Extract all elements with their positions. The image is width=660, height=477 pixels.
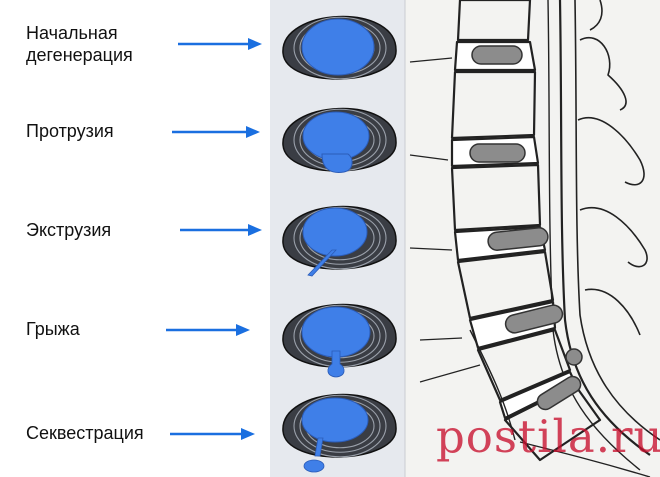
disc-nucleus-2	[469, 143, 526, 163]
stage-label-line-1: Начальная	[26, 23, 118, 43]
leader-line-4	[419, 337, 463, 341]
arrow-right-icon	[166, 324, 250, 336]
spine-inner-line-1	[469, 329, 516, 441]
arrow-head	[241, 428, 255, 440]
arrow-right-icon	[180, 224, 262, 236]
arrow-head	[248, 224, 262, 236]
arrow-head	[246, 126, 260, 138]
vertebra-5	[476, 328, 572, 402]
nucleus-pulposus	[302, 207, 368, 257]
disc-cross-sections	[282, 15, 397, 473]
protrusion-bulge	[321, 153, 353, 173]
process-4	[584, 288, 641, 336]
spine-inner-line-2	[519, 441, 651, 477]
stage-label-protrusion: Протрузия	[26, 121, 114, 141]
nucleus-pulposus	[302, 111, 370, 161]
disc-nucleus-5	[536, 375, 582, 411]
process-2	[577, 117, 645, 186]
vertebra-3	[450, 163, 542, 232]
annulus-ring	[293, 394, 387, 458]
disc-cross-section-3	[282, 205, 397, 277]
leader-line-1	[409, 57, 453, 63]
annulus-ring	[293, 16, 387, 80]
disc-nucleus-1	[471, 45, 523, 65]
disc-cross-section-2	[282, 107, 397, 173]
leader-line-3	[409, 247, 453, 251]
stage-label-sequestration: Секвестрация	[26, 423, 144, 443]
herniation-blob	[565, 348, 583, 366]
disc-nucleus-3	[487, 227, 549, 251]
spinal-canal-line-1	[558, 0, 651, 456]
annulus-ring	[293, 206, 387, 270]
arrow-right-icon	[172, 126, 260, 138]
arrow-head	[236, 324, 250, 336]
disc-cross-section-4	[282, 303, 397, 378]
extrusion-channel	[307, 249, 337, 277]
nucleus-pulposus	[301, 397, 369, 443]
sequestration-channel	[314, 437, 324, 457]
arrow-head	[248, 38, 262, 50]
leader-line-2	[409, 154, 449, 161]
vertebra-1	[456, 0, 532, 42]
arrow-right-icon	[178, 38, 262, 50]
disc-cross-section-1	[282, 15, 397, 80]
process-3	[579, 207, 648, 268]
disc-cross-section-5	[282, 393, 397, 473]
stage-label-hernia: Грыжа	[26, 319, 80, 339]
process-1	[579, 37, 627, 111]
stage-label-line-2: дегенерация	[26, 45, 133, 65]
arrow-right-icon	[170, 428, 255, 440]
nucleus-pulposus	[301, 18, 375, 76]
disc-nucleus-4	[504, 304, 564, 334]
postila-watermark-logo: postila.ru	[436, 410, 660, 463]
spinal-canal-line-2	[574, 0, 660, 441]
leader-line-5	[419, 364, 481, 383]
vertebra-4	[456, 250, 555, 320]
stage-label-extrusion: Экструзия	[26, 220, 112, 240]
sequestered-fragment	[303, 459, 325, 473]
hernia-protrusion	[327, 350, 345, 378]
vertebra-2	[450, 70, 537, 140]
stage-arrows	[166, 38, 262, 440]
nucleus-pulposus	[301, 306, 371, 358]
process-top	[589, 0, 603, 31]
spine-sagittal-illustration	[409, 0, 660, 477]
stage-label-initial-degeneration: Начальная дегенерация	[26, 22, 133, 66]
